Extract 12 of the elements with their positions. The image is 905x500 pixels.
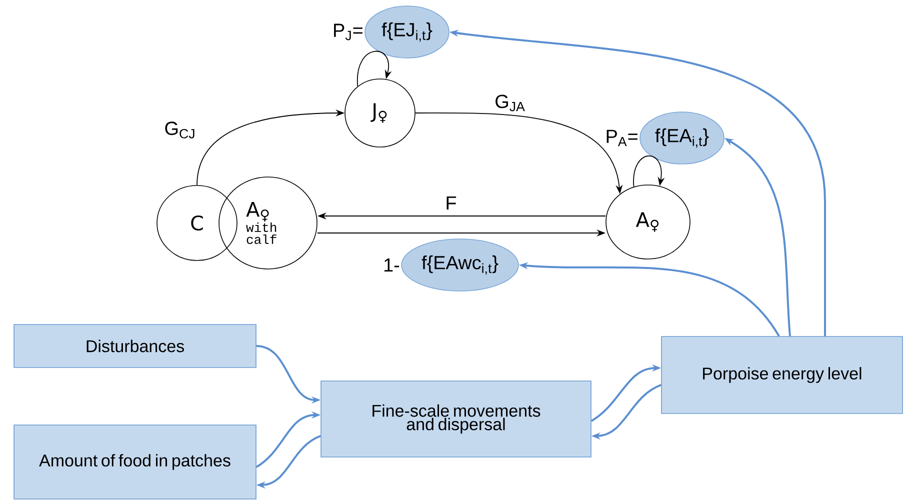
- edge-label: G$_{CJ}$: [163, 120, 197, 140]
- edge-label: F: [444, 195, 458, 211]
- edge-label: G$_{JA}$: [494, 94, 526, 112]
- process-box: Porpoise energy level: [661, 336, 903, 414]
- formula-label: 1-: [384, 258, 400, 272]
- arrow: [357, 51, 392, 87]
- arrow: [633, 156, 665, 188]
- formula-label: P$_{J}$=: [334, 24, 362, 40]
- process-box: Amount of food in patches: [14, 424, 256, 500]
- formula-label: P$_{A}$=: [606, 130, 638, 146]
- process-box: Fine-scale movements and dispersal: [320, 380, 592, 458]
- process-box: Disturbances: [14, 324, 256, 368]
